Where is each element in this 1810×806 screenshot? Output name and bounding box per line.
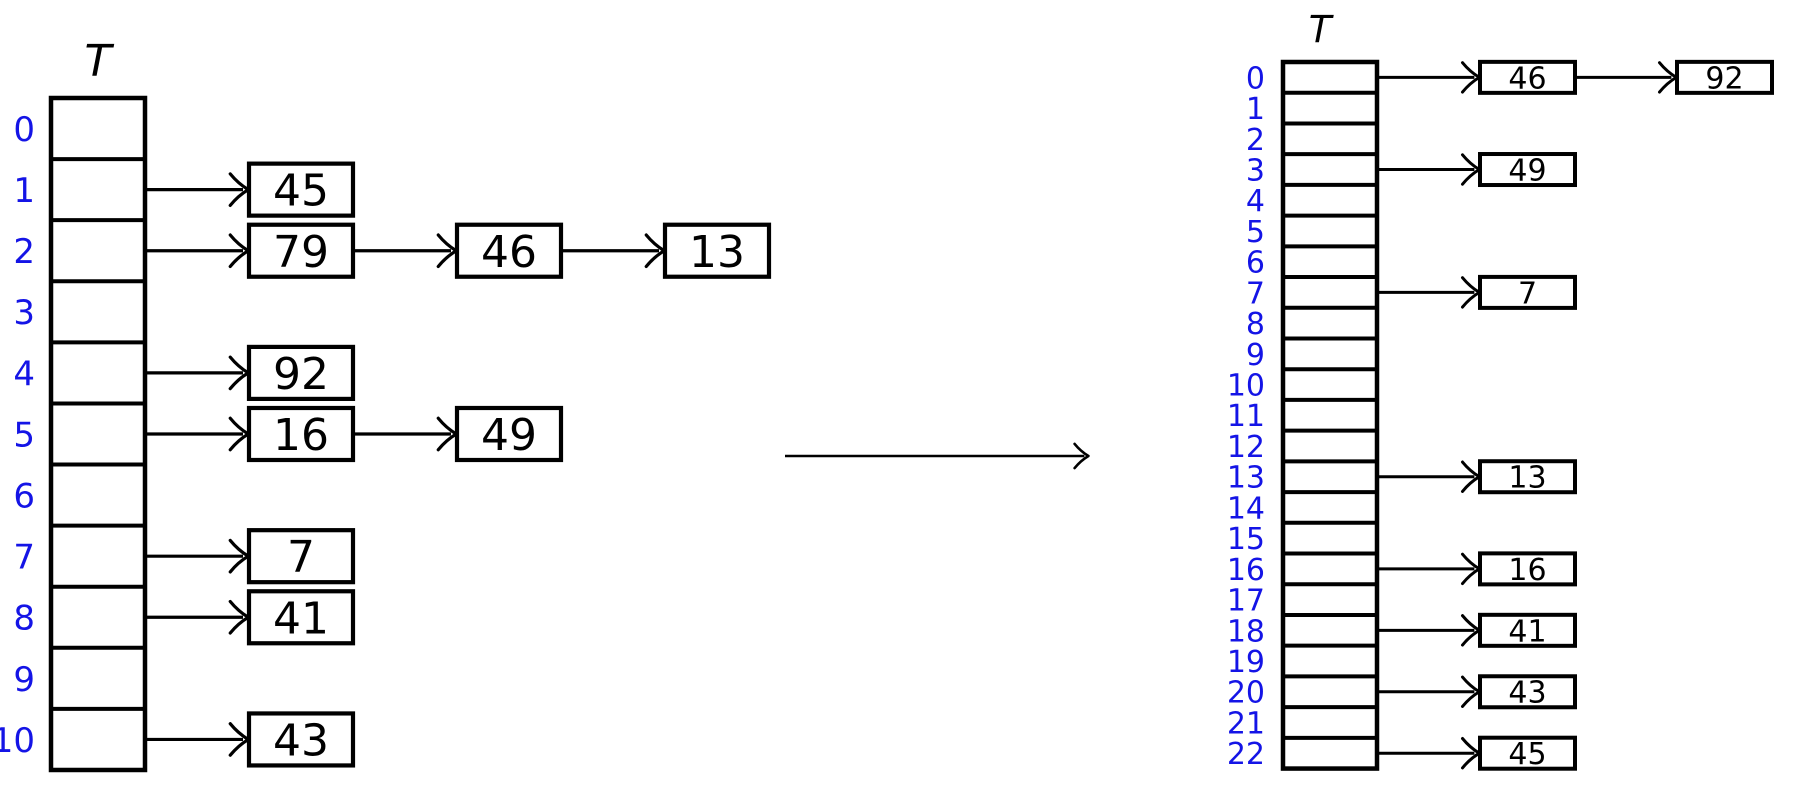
slot-index: 3 bbox=[1246, 153, 1265, 188]
node-box bbox=[1478, 735, 1577, 771]
slot-index: 8 bbox=[1246, 307, 1265, 342]
slot-index: 20 bbox=[1227, 676, 1265, 711]
node-value: 49 bbox=[1508, 153, 1546, 188]
slot-index: 5 bbox=[1246, 215, 1265, 250]
node-value: 45 bbox=[273, 166, 329, 217]
node-box bbox=[1478, 59, 1577, 95]
slot-index: 6 bbox=[1246, 246, 1265, 281]
node-box bbox=[246, 711, 356, 768]
node-value: 13 bbox=[1508, 461, 1546, 496]
slot-index: 10 bbox=[0, 721, 35, 761]
slot-index: 5 bbox=[13, 415, 35, 455]
slot-index: 8 bbox=[13, 599, 35, 639]
table-label: T bbox=[1309, 8, 1334, 51]
slot-index: 2 bbox=[13, 232, 35, 272]
node-value: 7 bbox=[287, 532, 315, 583]
node-box bbox=[246, 528, 356, 585]
node-box bbox=[1675, 59, 1774, 95]
rehash-transform-arrow bbox=[785, 442, 1090, 470]
node-value: 46 bbox=[481, 227, 537, 278]
table-outline bbox=[1280, 59, 1380, 771]
node-value: 49 bbox=[481, 410, 537, 461]
node-value: 92 bbox=[273, 349, 329, 400]
slot-index: 18 bbox=[1227, 614, 1265, 649]
node-box bbox=[1478, 551, 1577, 587]
slot-index: 6 bbox=[13, 476, 35, 516]
node-value: 92 bbox=[1705, 61, 1743, 96]
slot-index: 11 bbox=[1227, 399, 1265, 434]
node-value: 13 bbox=[689, 227, 745, 278]
node-value: 16 bbox=[273, 410, 329, 461]
node-value: 43 bbox=[1508, 676, 1546, 711]
slot-index: 16 bbox=[1227, 553, 1265, 588]
node-value: 7 bbox=[1518, 276, 1537, 311]
node-value: 46 bbox=[1508, 61, 1546, 96]
slot-index: 1 bbox=[13, 171, 35, 211]
table-outline bbox=[48, 95, 148, 773]
slot-index: 21 bbox=[1227, 706, 1265, 741]
node-box bbox=[662, 222, 772, 279]
node-box bbox=[1478, 674, 1577, 710]
node-value: 45 bbox=[1508, 737, 1546, 772]
node-box bbox=[246, 589, 356, 646]
node-value: 41 bbox=[273, 593, 329, 644]
slot-index: 2 bbox=[1246, 123, 1265, 158]
node-value: 79 bbox=[273, 227, 329, 278]
node-box bbox=[1478, 152, 1577, 188]
slot-index: 22 bbox=[1227, 737, 1265, 772]
slot-index: 14 bbox=[1227, 491, 1265, 526]
slot-index: 9 bbox=[13, 660, 35, 700]
slot-index: 0 bbox=[13, 110, 35, 150]
node-box bbox=[1478, 612, 1577, 648]
node-box bbox=[246, 344, 356, 402]
node-value: 43 bbox=[273, 716, 329, 767]
slot-index: 15 bbox=[1227, 522, 1265, 557]
node-box bbox=[454, 405, 564, 463]
slot-index: 19 bbox=[1227, 645, 1265, 680]
slot-index: 4 bbox=[13, 354, 35, 394]
slot-index: 9 bbox=[1246, 338, 1265, 373]
slot-index: 10 bbox=[1227, 369, 1265, 404]
slot-index: 4 bbox=[1246, 184, 1265, 219]
hash-table-before: T 0 1 45 2 79 46 13 3 4 92 5 16 49 6 7 7 8 41 9 10 43 bbox=[0, 36, 772, 773]
slot-index: 0 bbox=[1246, 61, 1265, 96]
slot-index: 17 bbox=[1227, 584, 1265, 619]
slot-index: 1 bbox=[1246, 92, 1265, 127]
table-label: T bbox=[85, 36, 115, 87]
slot-index: 12 bbox=[1227, 430, 1265, 465]
node-box bbox=[246, 405, 356, 463]
node-box bbox=[1478, 459, 1577, 495]
node-box bbox=[1478, 274, 1577, 310]
slot-index: 13 bbox=[1227, 461, 1265, 496]
node-value: 41 bbox=[1508, 614, 1546, 649]
slot-index: 7 bbox=[13, 538, 35, 578]
node-value: 16 bbox=[1508, 553, 1546, 588]
node-box bbox=[454, 222, 564, 279]
node-box bbox=[246, 161, 356, 218]
slot-index: 7 bbox=[1246, 276, 1265, 311]
arrowhead-icon bbox=[1073, 442, 1090, 470]
slot-index: 3 bbox=[13, 293, 35, 333]
